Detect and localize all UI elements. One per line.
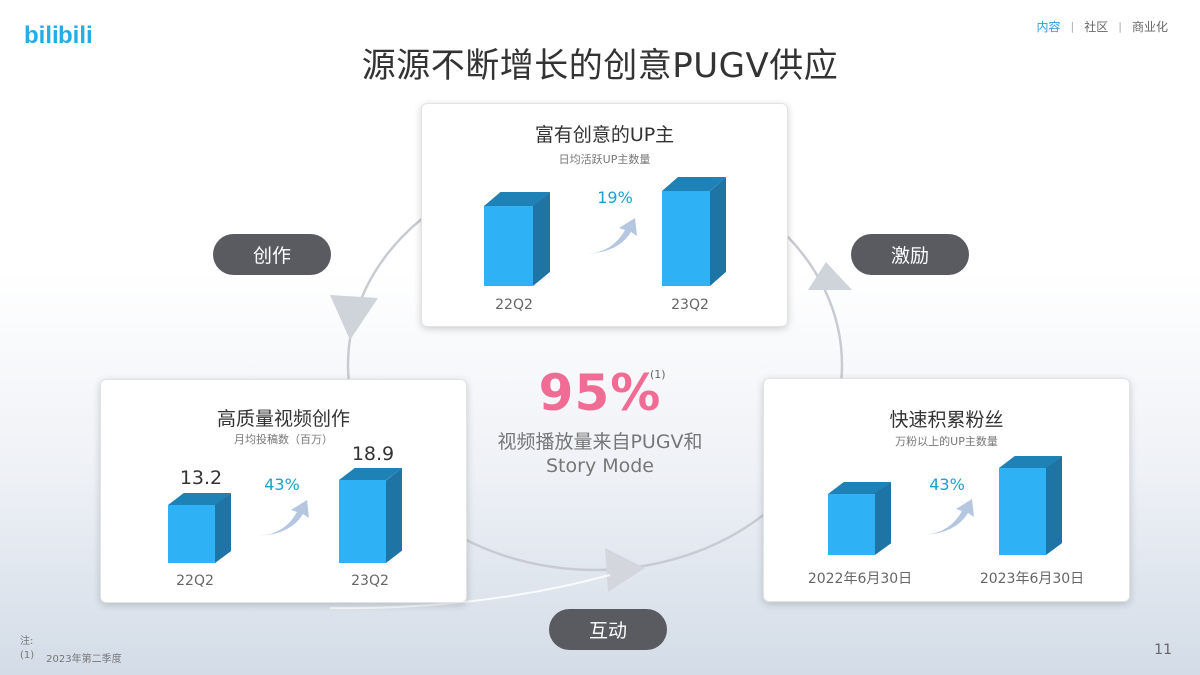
bar-label: 22Q2 <box>495 297 533 313</box>
description-line-1: 视频播放量来自PUGV和 <box>497 431 703 453</box>
card-fans: 快速积累粉丝 万粉以上的UP主数量 43% 2022年6月30日 2023年6月… <box>763 378 1130 602</box>
footnote-text: 2023年第二季度 <box>46 654 122 665</box>
page-number: 11 <box>1154 642 1172 658</box>
arrow-up-icon <box>808 262 852 290</box>
interact-pill[interactable]: 互动 <box>549 609 667 650</box>
card-title: 富有创意的UP主 <box>534 124 675 146</box>
footnote-ref: (1) <box>650 368 666 381</box>
card-videos: 高质量视频创作 月均投稿数（百万） 13.2 18.9 43% 22Q2 23Q… <box>100 379 467 603</box>
bar-label: 22Q2 <box>176 573 214 589</box>
nav-item-content[interactable]: 内容 <box>1036 20 1061 34</box>
footnote-item: (1) 2023年第二季度 <box>20 650 122 665</box>
top-navigation: 内容 | 社区 | 商业化 <box>1037 18 1168 35</box>
growth-rate: 43% <box>929 475 965 494</box>
nav-item-community[interactable]: 社区 <box>1084 20 1109 34</box>
center-stat-description: 视频播放量来自PUGV和 Story Mode <box>460 430 740 478</box>
bar-22q2 <box>168 493 231 563</box>
growth-arrow-icon <box>259 500 309 536</box>
bar-label: 2023年6月30日 <box>979 571 1085 587</box>
bar-label: 23Q2 <box>671 297 709 313</box>
bar-label: 23Q2 <box>351 573 389 589</box>
growth-arrow-icon <box>587 218 637 254</box>
bar-2023 <box>999 456 1062 555</box>
arrow-down-icon <box>330 295 378 340</box>
bar-23q2 <box>662 177 726 286</box>
card-creators: 富有创意的UP主 日均活跃UP主数量 19% 22Q2 23Q2 <box>421 103 788 327</box>
card-subtitle: 日均活跃UP主数量 <box>558 153 651 166</box>
growth-arrow-icon <box>924 499 974 535</box>
create-pill[interactable]: 创作 <box>213 234 331 275</box>
bar-22q2 <box>484 192 550 286</box>
growth-rate: 19% <box>597 188 633 207</box>
nav-separator: | <box>1070 20 1075 33</box>
card-subtitle: 万粉以上的UP主数量 <box>895 435 998 448</box>
bar-value: 18.9 <box>351 443 395 465</box>
arrow-right-icon <box>605 548 645 592</box>
footnote-heading: 注: <box>20 636 34 647</box>
description-line-2: Story Mode <box>546 455 654 477</box>
bar-23q2 <box>339 468 402 563</box>
bar-2022 <box>828 482 891 555</box>
bilibili-logo: bili bili <box>24 16 93 49</box>
card-title: 高质量视频创作 <box>216 408 350 430</box>
bar-value: 13.2 <box>179 467 223 489</box>
card-title: 快速积累粉丝 <box>889 409 1004 431</box>
center-stat-value: 95% <box>538 364 662 422</box>
footnote-ref: (1) <box>20 650 35 661</box>
logo-text: bili <box>24 22 59 48</box>
nav-item-commercialization[interactable]: 商业化 <box>1131 20 1168 34</box>
svg-text:bili: bili <box>58 22 92 48</box>
card-subtitle: 月均投稿数（百万） <box>234 433 333 446</box>
nav-separator: | <box>1118 20 1122 33</box>
incentive-pill[interactable]: 激励 <box>851 234 969 275</box>
growth-rate: 43% <box>264 475 300 494</box>
page-title: 源源不断增长的创意PUGV供应 <box>361 46 839 86</box>
bar-label: 2022年6月30日 <box>807 571 913 587</box>
